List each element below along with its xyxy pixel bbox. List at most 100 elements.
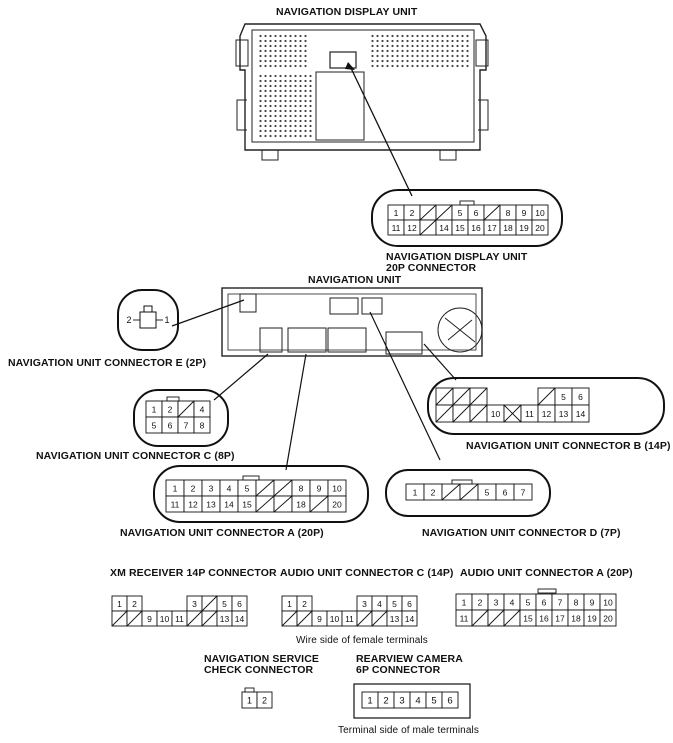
pin-number: 6 [237,599,242,609]
vent-hole [304,114,307,118]
connector-lock-tab [143,305,153,313]
xm-receiver-title: XM RECEIVER 14P CONNECTOR [110,567,277,579]
pin-number: 1 [462,597,467,607]
vent-hole [259,39,262,43]
pin-cell [441,691,459,709]
vent-hole [456,64,459,68]
vent-hole [264,49,267,53]
vent-hole [309,84,312,88]
vent-hole [289,34,292,38]
vent-hole [264,134,267,138]
blank-pin-slash [469,404,488,423]
vent-hole [274,84,277,88]
blank-pin-slash [459,483,479,501]
vent-hole [416,64,419,68]
vent-hole [416,39,419,43]
vent-hole [386,64,389,68]
camera-connector-title: REARVIEW CAMERA 6P CONNECTOR [356,654,463,676]
vent-hole [304,129,307,133]
vent-hole [406,64,409,68]
pin-cell [531,219,549,236]
vent-hole [376,54,379,58]
pin-number: 14 [235,614,245,624]
pin-number: 4 [200,404,205,414]
vent-hole [446,39,449,43]
vent-hole [376,59,379,63]
pin-number: 20 [332,499,342,509]
vent-hole [294,79,297,83]
vent-hole [431,64,434,68]
blank-pin-slash [469,387,488,406]
vent-hole [259,109,262,113]
pin-number: 1 [164,315,169,325]
vent-hole [279,59,282,63]
vent-hole [259,44,262,48]
terminal-side-note: Terminal side of male terminals [338,725,479,736]
pin-number: 13 [206,499,216,509]
vent-hole [274,114,277,118]
pin-number: 10 [330,614,340,624]
pin-number: 11 [392,223,401,233]
vent-hole [274,44,277,48]
vent-hole [294,64,297,68]
pin-number: 14 [405,614,415,624]
blank-pin-slash [201,610,218,627]
pin-cell [193,416,211,434]
vent-hole [304,59,307,63]
vent-hole [416,59,419,63]
pin-number: 7 [558,597,563,607]
vent-hole [451,44,454,48]
pin-number: 3 [494,597,499,607]
pin-cell [231,610,248,627]
vent-hole [376,44,379,48]
vent-hole [284,134,287,138]
vent-hole [299,89,302,93]
vent-hole [269,49,272,53]
vent-hole [461,39,464,43]
blank-pin-slash [296,610,313,627]
vent-hole [279,74,282,78]
pin-number: 14 [439,223,449,233]
vent-hole [259,89,262,93]
vent-hole [294,104,297,108]
blank-pin-slash [452,404,471,423]
vent-hole [259,84,262,88]
vent-hole [274,49,277,53]
vent-hole [304,99,307,103]
vent-hole [386,34,389,38]
vent-hole [411,64,414,68]
vent-hole [381,59,384,63]
vent-hole [279,84,282,88]
pin-number: 11 [345,614,354,624]
vent-hole [436,44,439,48]
vent-hole [391,54,394,58]
vent-hole [426,44,429,48]
vent-hole [284,54,287,58]
vent-hole [289,109,292,113]
vent-hole [411,49,414,53]
vent-hole [304,44,307,48]
pin-number: 7 [521,487,526,497]
vent-hole [299,74,302,78]
vent-hole [406,34,409,38]
vent-hole [264,129,267,133]
vent-hole [279,99,282,103]
vent-hole [294,94,297,98]
vent-hole [299,54,302,58]
pin-number: 6 [578,392,583,402]
pin-number: 5 [222,599,227,609]
vent-hole [381,64,384,68]
vent-hole [299,99,302,103]
vent-hole [309,129,312,133]
pin-number: 7 [184,420,189,430]
vent-hole [421,44,424,48]
pin-cell [599,609,617,627]
vent-hole [259,99,262,103]
audio-connector-a-title: AUDIO UNIT CONNECTOR A (20P) [460,567,633,579]
vent-hole [284,89,287,93]
vent-hole [309,124,312,128]
vent-hole [371,59,374,63]
vent-hole [466,49,469,53]
